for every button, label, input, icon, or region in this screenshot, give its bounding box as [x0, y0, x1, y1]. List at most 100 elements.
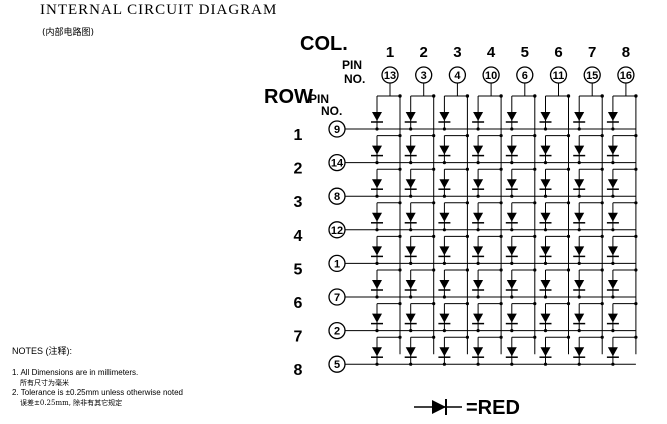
anode-tap-dot — [533, 234, 537, 238]
col-number: 8 — [622, 44, 630, 61]
diode-junction-dot — [409, 362, 413, 366]
col-pin-number: 15 — [586, 70, 598, 82]
col-pin-number: 3 — [421, 70, 427, 82]
diode-junction-dot — [476, 228, 480, 232]
diode-junction-dot — [577, 194, 581, 198]
diode-triangle — [506, 347, 517, 357]
diode-junction-dot — [577, 329, 581, 333]
anode-tap-dot — [432, 234, 436, 238]
diode-triangle — [506, 246, 517, 256]
anode-tap-dot — [432, 134, 436, 138]
anode-tap-dot — [499, 167, 503, 171]
diode-triangle — [540, 347, 551, 357]
diode-junction-dot — [375, 228, 379, 232]
col-pin-no-label-line2: NO. — [344, 72, 365, 86]
legend: =RED — [414, 397, 520, 419]
row-number: 6 — [294, 295, 303, 312]
diode-junction-dot — [543, 228, 548, 232]
diode-junction-dot — [375, 127, 379, 131]
row-pin-no-label-line1: PIN — [309, 92, 329, 106]
diode-triangle — [607, 212, 618, 222]
anode-tap-dot — [566, 134, 571, 138]
diode-triangle — [540, 145, 551, 155]
diode-triangle — [506, 212, 517, 222]
diode-triangle — [540, 313, 551, 323]
anode-tap-dot — [600, 234, 604, 238]
anode-tap-dot — [465, 268, 469, 272]
diode-junction-dot — [375, 295, 379, 299]
col-pin-number: 4 — [454, 70, 461, 82]
diode-triangle — [473, 246, 484, 256]
diode-junction-dot — [476, 127, 480, 131]
diode-junction-dot — [611, 261, 615, 265]
diode-junction-dot — [409, 261, 413, 265]
anode-tap-dot — [398, 167, 402, 171]
anode-tap-dot — [398, 268, 402, 272]
diode-junction-dot — [476, 194, 480, 198]
diode-triangle — [506, 112, 517, 121]
anode-tap-dot — [432, 201, 436, 205]
diode-triangle — [405, 313, 416, 323]
row-pin-number: 2 — [334, 326, 340, 338]
anode-tap-dot — [634, 302, 638, 306]
note-item-2-en: 2. Tolerance is ±0.25mm unless otherwise… — [12, 388, 183, 397]
diode-junction-dot — [442, 329, 446, 333]
diode-triangle — [372, 179, 382, 189]
anode-tap-dot — [398, 335, 402, 339]
diode-junction-dot — [409, 228, 413, 232]
row-pin-number: 8 — [334, 191, 340, 203]
diode-junction-dot — [409, 127, 413, 131]
anode-tap-dot — [600, 201, 604, 205]
anode-tap-dot — [398, 302, 402, 306]
anode-tap-dot — [600, 302, 604, 306]
diode-triangle — [439, 212, 450, 222]
anode-tap-dot — [634, 268, 638, 272]
col-number: 3 — [453, 44, 461, 61]
diode-triangle — [473, 280, 484, 289]
diode-triangle — [405, 280, 416, 289]
diode-triangle — [439, 280, 450, 289]
diode-junction-dot — [611, 127, 615, 131]
diode-triangle — [607, 145, 618, 155]
col-number: 7 — [588, 44, 596, 61]
diode-triangle — [574, 313, 585, 323]
anode-tap-dot — [600, 335, 604, 339]
anode-tap-dot — [533, 268, 537, 272]
diode-triangle — [574, 347, 585, 357]
diode-triangle — [607, 280, 618, 289]
diode-triangle — [607, 179, 618, 189]
diode-junction-dot — [577, 362, 581, 366]
diode-junction-dot — [611, 329, 615, 333]
diode-triangle — [372, 246, 382, 256]
row-pin-number: 12 — [331, 225, 343, 237]
diode-junction-dot — [375, 161, 379, 165]
row-number: 2 — [294, 161, 303, 178]
note-item-2-cn: 误差±0.25mm, 除非有其它规定 — [20, 399, 123, 407]
note-item-1-cn: 所有尺寸为毫米 — [20, 379, 69, 387]
diode-junction-dot — [543, 362, 548, 366]
diode-triangle — [506, 280, 517, 289]
legend-label: =RED — [466, 397, 520, 419]
col-number: 2 — [420, 44, 428, 61]
diode-junction-dot — [510, 329, 514, 333]
anode-tap-dot — [465, 234, 469, 238]
diode-triangle — [473, 212, 484, 222]
diode-junction-dot — [611, 362, 615, 366]
anode-tap-dot — [499, 335, 503, 339]
diode-triangle — [405, 179, 416, 189]
diode-triangle — [574, 246, 585, 256]
row-number: 7 — [294, 329, 303, 346]
anode-tap-dot — [600, 167, 604, 171]
diode-triangle — [540, 246, 551, 256]
diode-junction-dot — [442, 127, 446, 131]
col-pin-number: 13 — [384, 70, 396, 82]
row-pin-number: 1 — [334, 258, 340, 270]
diode-triangle — [372, 212, 382, 222]
col-pin-number: 11 — [553, 70, 565, 82]
col-pin-number: 10 — [485, 70, 497, 82]
anode-tap-dot — [566, 234, 571, 238]
anode-tap-dot — [432, 268, 436, 272]
anode-tap-dot — [465, 201, 469, 205]
anode-tap-dot — [398, 201, 402, 205]
